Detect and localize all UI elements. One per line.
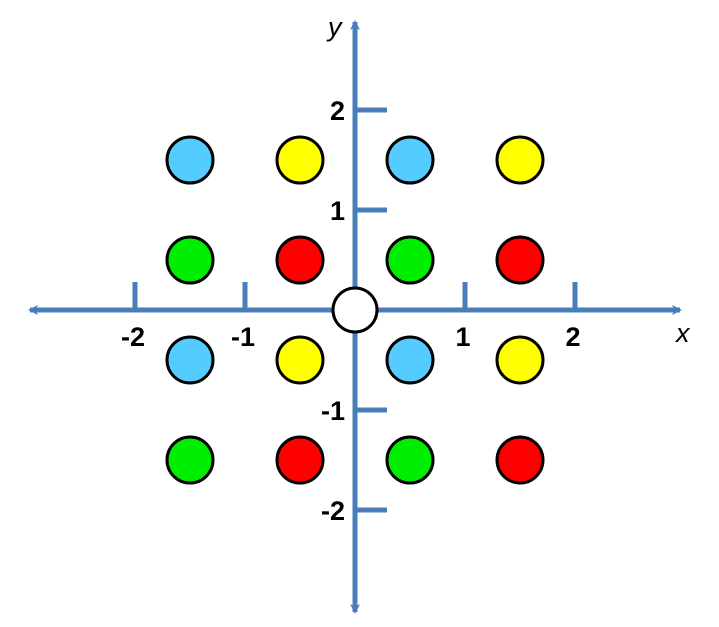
y-tick-label: -2 <box>321 496 345 526</box>
lattice-point-green <box>385 435 435 485</box>
y-tick-label: 2 <box>330 96 345 126</box>
y-tick-label: -1 <box>321 396 345 426</box>
lattice-point-green <box>165 435 215 485</box>
lattice-point-red <box>275 435 325 485</box>
x-tick-label: -1 <box>231 322 255 352</box>
points <box>165 135 545 485</box>
lattice-point-yellow <box>275 335 325 385</box>
lattice-point-green <box>385 235 435 285</box>
lattice-point-yellow <box>495 135 545 185</box>
lattice-point-red <box>495 235 545 285</box>
lattice-point-cyan <box>385 335 435 385</box>
lattice-point-cyan <box>165 335 215 385</box>
y-axis-label: y <box>326 12 343 42</box>
lattice-point-cyan <box>385 135 435 185</box>
ticks <box>132 107 578 513</box>
origin-point <box>331 286 379 334</box>
x-tick-label: 1 <box>455 322 470 352</box>
lattice-point-cyan <box>165 135 215 185</box>
lattice-point-yellow <box>495 335 545 385</box>
y-tick-label: 1 <box>330 196 345 226</box>
x-tick-label: 2 <box>565 322 580 352</box>
lattice-point-yellow <box>275 135 325 185</box>
lattice-point-red <box>495 435 545 485</box>
axes <box>28 20 682 614</box>
tick-labels: -2 -1 1 2 2 1 -1 -2 <box>121 96 581 526</box>
lattice-point-red <box>275 235 325 285</box>
x-axis-label: x <box>674 318 691 348</box>
x-tick-label: -2 <box>121 322 145 352</box>
lattice-point-green <box>165 235 215 285</box>
